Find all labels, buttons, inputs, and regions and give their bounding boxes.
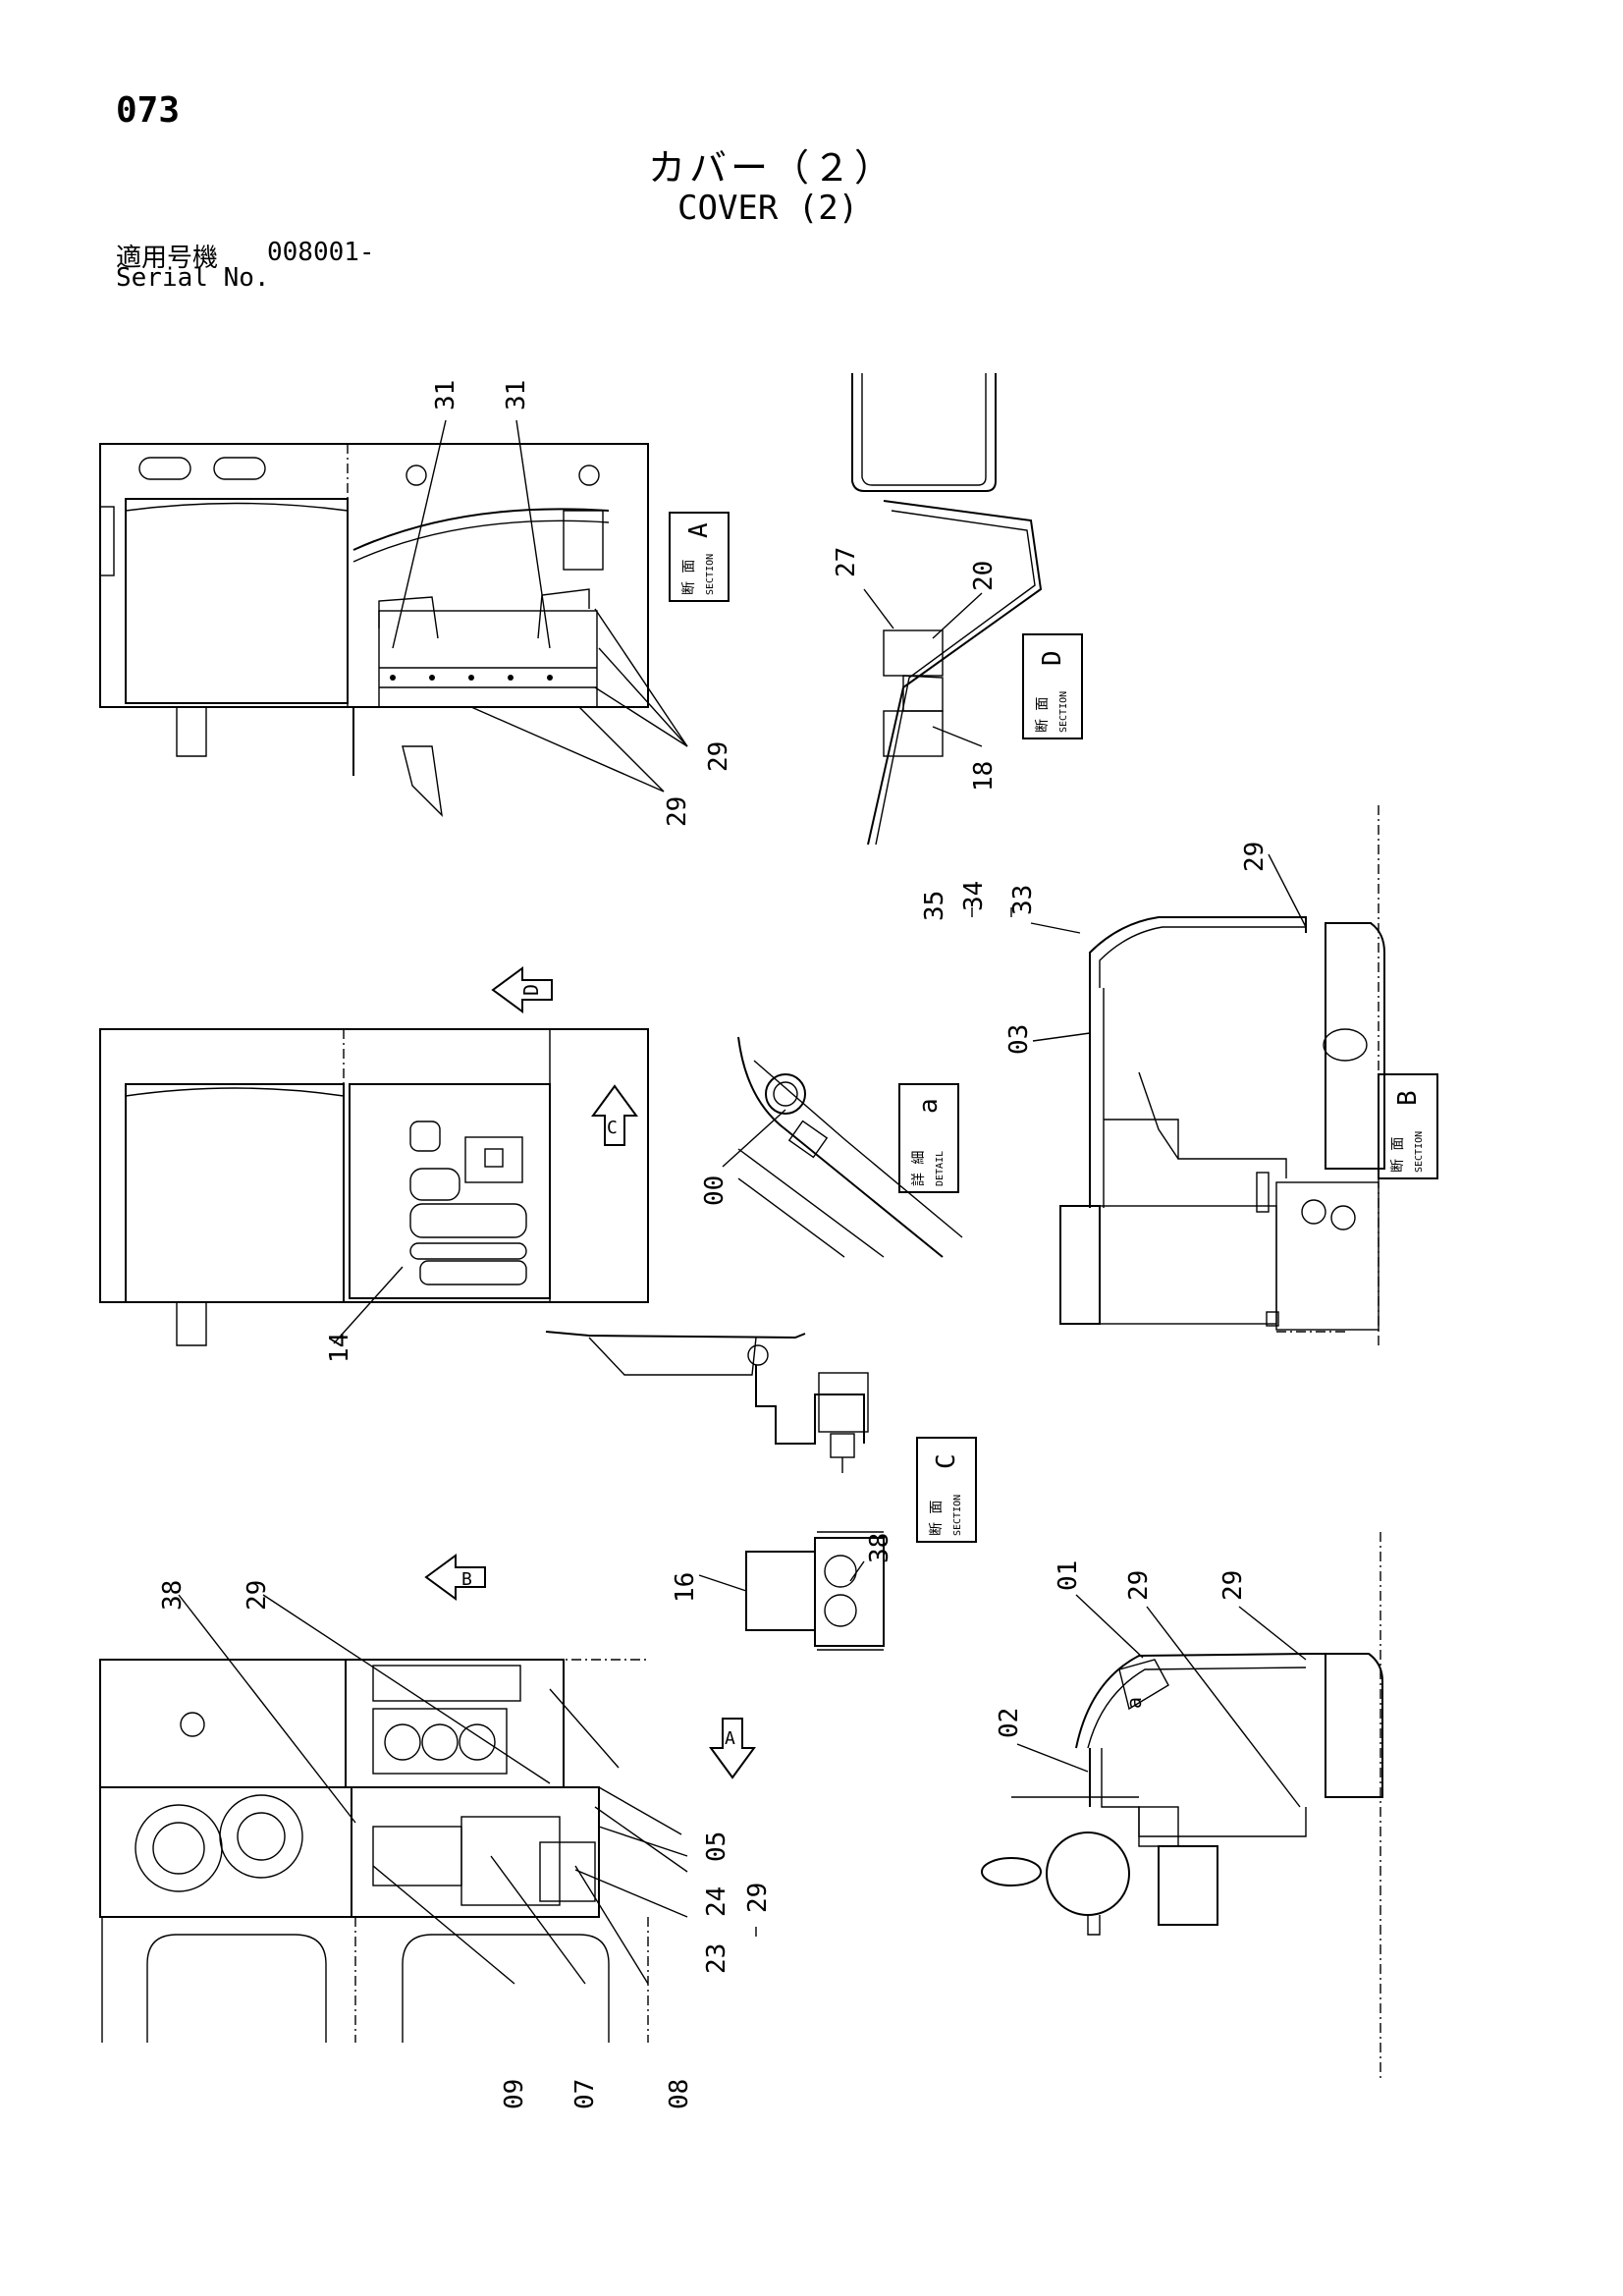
callout-33: 33 — [1008, 885, 1038, 915]
callout-34: 34 — [959, 881, 989, 911]
serial-label-japanese: 適用号機 — [116, 244, 219, 273]
section-a-en: SECTION — [705, 554, 716, 595]
detail-a-jp: 詳 細 — [911, 1151, 927, 1186]
detail-a-en: DETAIL — [935, 1151, 946, 1186]
callout-35: 35 — [920, 891, 949, 921]
view-arrow-d: D — [491, 966, 553, 1013]
section-d-view — [851, 373, 1043, 846]
callout-numbers: 31 31 29 29 27 20 18 35 34 33 29 03 00 1… — [158, 380, 1270, 2109]
callout-31-a: 31 — [431, 380, 460, 410]
callout-24: 24 — [702, 1886, 731, 1917]
callout-29-b: 29 — [663, 796, 692, 827]
callout-20: 20 — [969, 561, 999, 591]
callout-16: 16 — [671, 1572, 700, 1603]
section-c-en: SECTION — [952, 1495, 963, 1536]
callout-29-a: 29 — [704, 741, 733, 772]
section-c-letter: C — [932, 1453, 961, 1469]
section-c-jp: 断 面 — [929, 1501, 945, 1536]
callout-31-b: 31 — [502, 380, 531, 410]
view-arrow-b-letter: B — [461, 1569, 472, 1590]
section-c-view — [545, 1331, 869, 1473]
callout-05: 05 — [702, 1831, 731, 1862]
detail-a-label: 詳 細 DETAIL a — [898, 1083, 959, 1193]
section-c-label: 断 面 SECTION C — [916, 1437, 977, 1543]
view-arrow-b: B — [424, 1554, 486, 1601]
callout-29-e: 29 — [743, 1883, 773, 1913]
callout-14: 14 — [325, 1333, 354, 1363]
callout-29-c: 29 — [1240, 842, 1270, 872]
detail-a-letter: a — [914, 1098, 944, 1114]
bottom-plan-view — [99, 1594, 688, 2043]
view-arrow-c-letter: C — [607, 1118, 618, 1138]
callout-07: 07 — [570, 2079, 600, 2109]
bracket-16-detail — [698, 1531, 885, 1651]
callout-27: 27 — [832, 547, 861, 577]
callout-29-d: 29 — [243, 1580, 272, 1611]
page-title-japanese: カバー（２） — [648, 146, 896, 190]
callout-29-f: 29 — [1124, 1570, 1154, 1601]
view-arrow-a: A — [709, 1718, 756, 1779]
section-b-view — [1030, 805, 1385, 1345]
section-b-letter: B — [1393, 1090, 1423, 1106]
section-a-letter: A — [684, 522, 714, 538]
section-d-en: SECTION — [1058, 691, 1069, 733]
section-a-label: 断 面 SECTION A — [669, 512, 730, 602]
callout-02: 02 — [995, 1708, 1024, 1738]
page-title-english: COVER (2) — [677, 189, 859, 228]
callout-23: 23 — [702, 1943, 731, 1974]
callout-38-a: 38 — [158, 1580, 188, 1611]
callout-09: 09 — [500, 2079, 529, 2109]
view-arrow-c: C — [591, 1084, 638, 1146]
section-d-letter: D — [1038, 650, 1067, 666]
callout-38-b: 38 — [865, 1533, 894, 1563]
view-arrow-a-letter: A — [725, 1728, 735, 1749]
callout-29-g: 29 — [1218, 1570, 1248, 1601]
section-b-en: SECTION — [1414, 1131, 1425, 1173]
callout-a: a — [1122, 1697, 1146, 1709]
callout-00: 00 — [700, 1175, 730, 1206]
callout-01: 01 — [1054, 1560, 1083, 1591]
view-arrow-d-letter: D — [519, 984, 543, 996]
middle-plan-view — [99, 1028, 649, 1346]
serial-label-english: Serial No. — [116, 263, 270, 293]
callout-03: 03 — [1004, 1024, 1034, 1055]
section-d-label: 断 面 SECTION D — [1022, 633, 1083, 739]
section-b-jp: 断 面 — [1390, 1137, 1406, 1173]
section-a-jp: 断 面 — [681, 560, 697, 595]
page-number: 073 — [116, 90, 181, 131]
top-plan-view — [99, 419, 688, 817]
callout-08: 08 — [665, 2079, 694, 2109]
section-b-label: 断 面 SECTION B — [1378, 1073, 1438, 1179]
callout-18: 18 — [969, 761, 999, 792]
serial-number-range: 008001- — [267, 238, 375, 267]
bottom-right-profile — [981, 1532, 1383, 2082]
section-d-jp: 断 面 — [1035, 697, 1051, 733]
detail-a-view — [722, 1036, 963, 1258]
